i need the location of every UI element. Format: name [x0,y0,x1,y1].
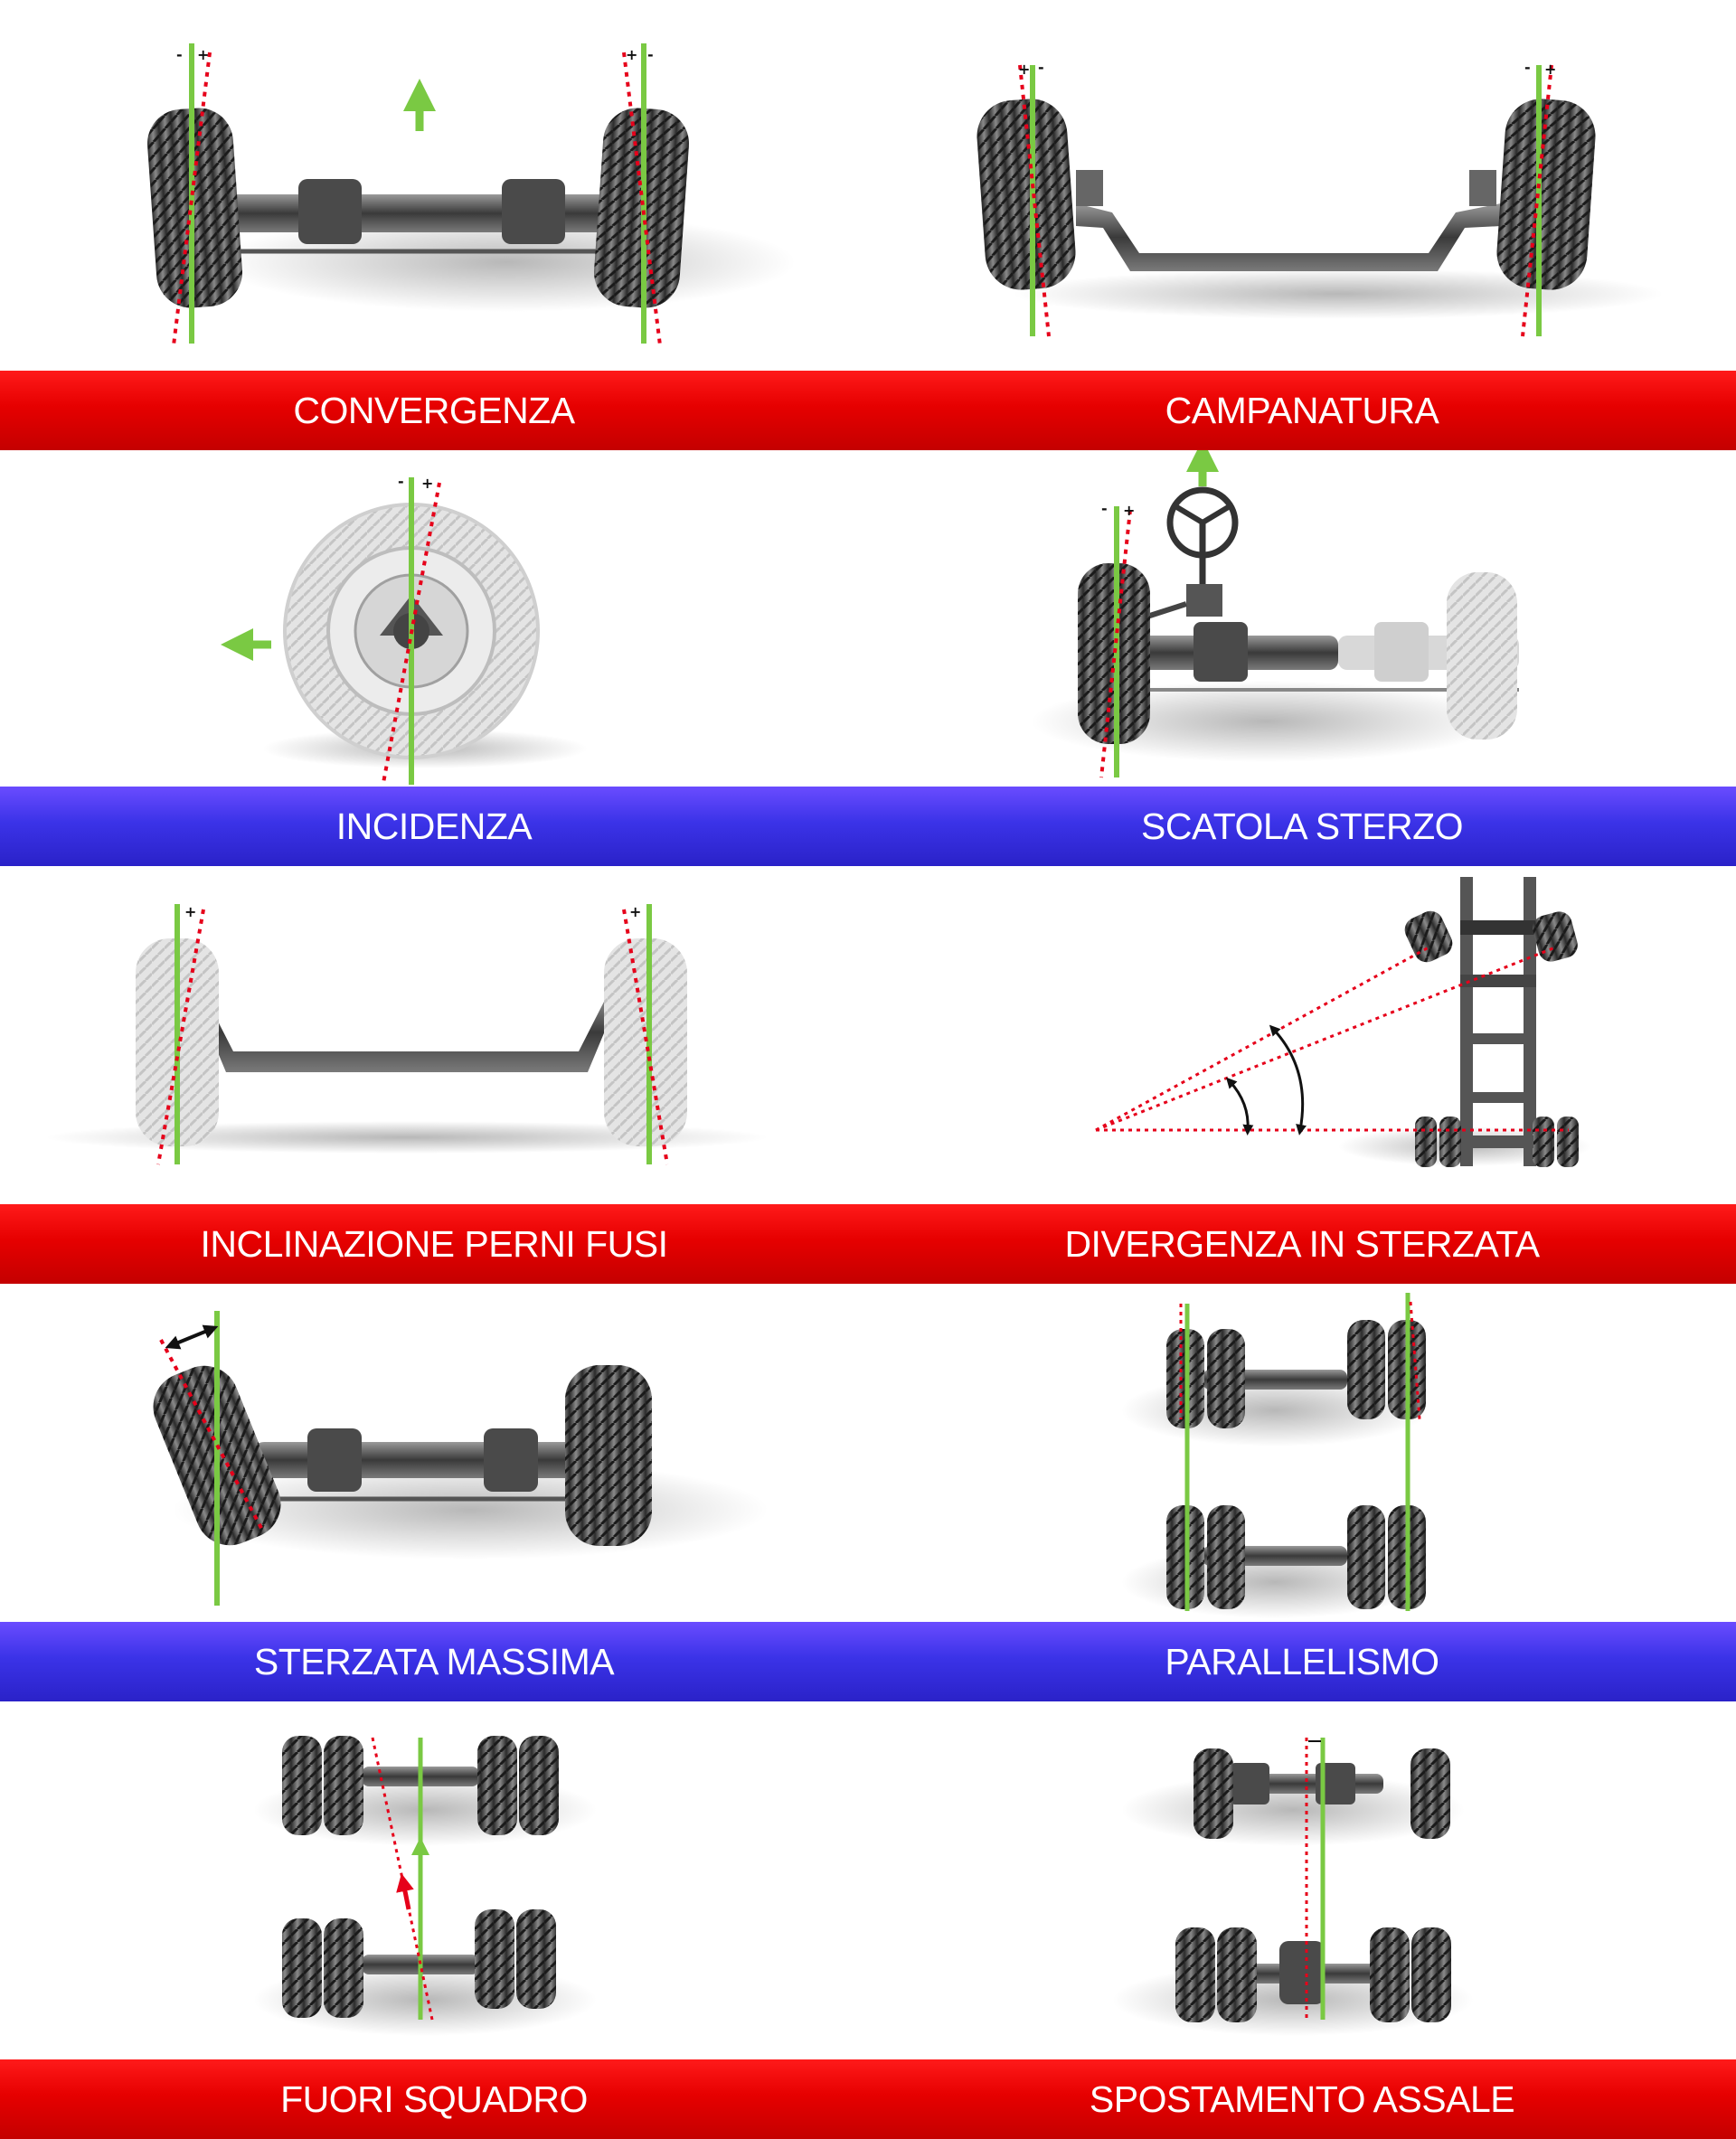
label-divergenza-in-sterzata: DIVERGENZA IN STERZATA [1064,1223,1540,1265]
label-parallelismo: PARALLELISMO [1165,1641,1439,1682]
label-spostamento-assale: SPOSTAMENTO ASSALE [1089,2078,1515,2120]
row-2: - + [0,450,1736,787]
band-row-2: INCIDENZA SCATOLA STERZO [0,787,1736,866]
diagram-inclinazione-perni-fusi: + + [0,866,868,1204]
axle-icon [145,973,674,1072]
angle-arc-icon [1225,1077,1254,1135]
diagram-convergenza: - + + - [0,0,868,371]
arrow-up-icon [396,1873,414,1910]
label-convergenza: CONVERGENZA [293,390,575,431]
double-arrow-icon [165,1324,219,1350]
tire-icon [1496,99,1596,290]
diagram-scatola-sterzo: - + [868,450,1736,787]
tire-icon [1166,1320,1426,1609]
sign-minus: - [647,46,654,63]
tire-icon [604,938,687,1146]
axle-icon [226,179,624,254]
label-sterzata-massima: STERZATA MASSIMA [253,1641,615,1682]
tire-icon [1533,911,1578,962]
sign-plus: + [626,46,637,63]
band-row-1: CONVERGENZA CAMPANATURA [0,371,1736,450]
svg-text:+: + [1123,502,1135,519]
tire-icon [1404,910,1453,963]
sign-plus: + [197,46,209,63]
label-fuori-squadro: FUORI SQUADRO [280,2078,588,2120]
band-row-3: INCLINAZIONE PERNI FUSI DIVERGENZA IN ST… [0,1204,1736,1284]
svg-text:-: - [398,473,404,490]
tire-icon [146,108,242,308]
svg-text:-: - [1101,500,1108,517]
row-1: - + + - + - - [0,0,1736,371]
diagram-parallelismo [868,1284,1736,1622]
svg-text:-: - [1038,59,1044,76]
svg-text:+: + [184,903,196,920]
row-3: + + [0,866,1736,1204]
label-scatola-sterzo: SCATOLA STERZO [1140,806,1464,847]
diagram-sterzata-massima [0,1284,868,1622]
diagram-divergenza-in-sterzata [868,866,1736,1204]
label-inclinazione-perni-fusi: INCLINAZIONE PERNI FUSI [200,1223,668,1265]
tire-icon [1175,1748,1451,2022]
tire-icon [976,99,1076,290]
band-row-5: FUORI SQUADRO SPOSTAMENTO ASSALE [0,2059,1736,2139]
tire-icon [282,1736,559,2018]
diagram-incidenza: - + [0,450,868,787]
svg-text:+: + [629,903,641,920]
sign-minus: - [176,46,183,63]
axle-icon [1203,1763,1401,2004]
svg-text:-: - [1524,59,1531,76]
tire-icon [1447,572,1517,740]
diagram-spostamento-assale [868,1701,1736,2059]
label-incidenza: INCIDENZA [335,806,533,847]
svg-text:+: + [1018,61,1030,78]
angle-arc-icon [1269,1024,1307,1135]
axle-icon [253,1428,597,1502]
chassis-frame-icon [1460,877,1536,1166]
tire-icon [565,1365,652,1546]
svg-text:+: + [421,475,433,492]
band-row-4: STERZATA MASSIMA PARALLELISMO [0,1622,1736,1701]
svg-text:+: + [1544,61,1556,78]
axle-icon [1076,170,1501,271]
label-campanatura: CAMPANATURA [1165,390,1439,431]
diagram-campanatura: + - - + [868,0,1736,371]
row-5 [0,1701,1736,2059]
diagram-fuori-squadro [0,1701,868,2059]
row-4 [0,1284,1736,1622]
